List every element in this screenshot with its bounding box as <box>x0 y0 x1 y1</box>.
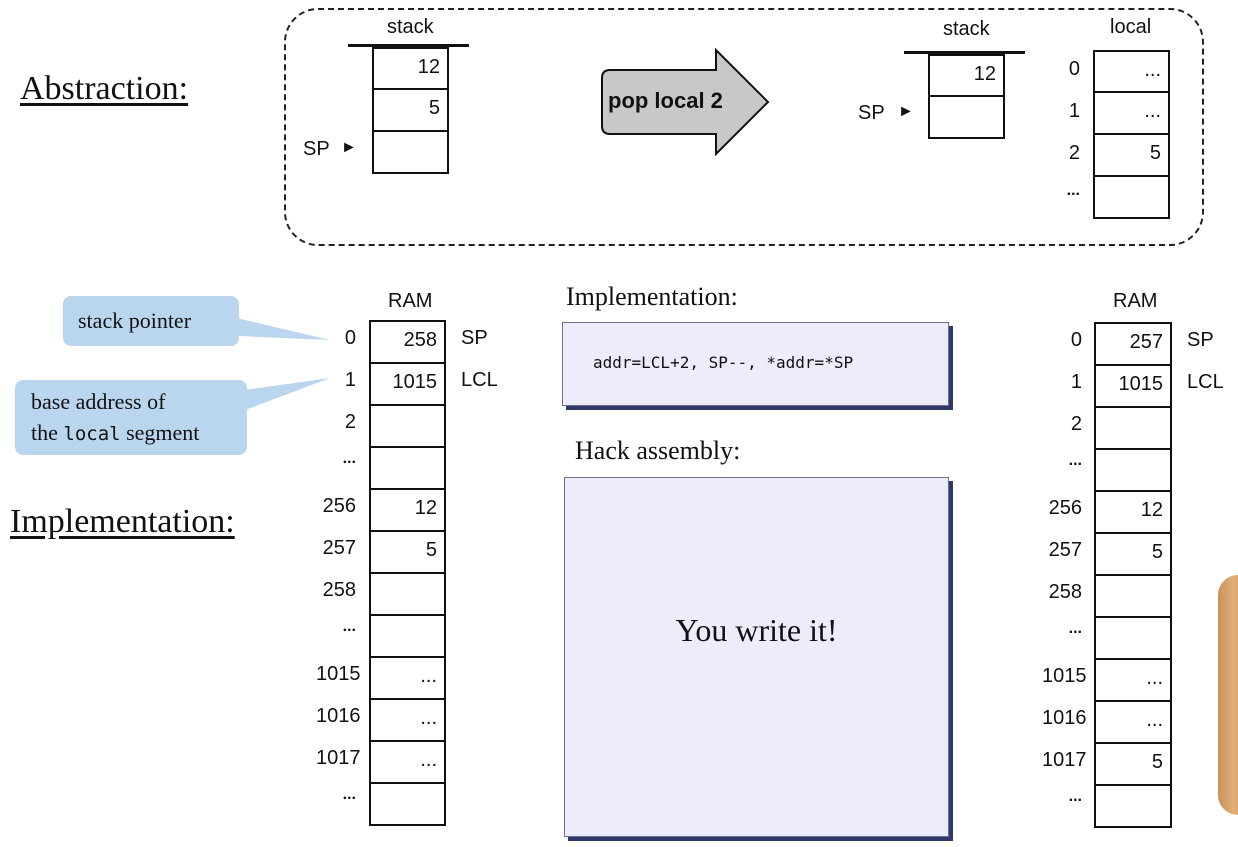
stack-after-cell-1 <box>928 95 1005 139</box>
sp-before-arrow-icon: ► <box>341 139 357 156</box>
ram_left-cell-8: ... <box>369 656 446 700</box>
hack-panel-body: You write it! <box>675 612 838 648</box>
base-address-callout: base address of the local segment <box>15 380 247 455</box>
ram_left-cell-2 <box>369 404 446 448</box>
ram_left-cell-6 <box>369 572 446 616</box>
stack-pointer-callout-text: stack pointer <box>78 308 192 333</box>
ram_left-index-0: 0 <box>344 327 356 349</box>
ram_left-index-8: 1015 <box>316 663 361 685</box>
local-cell-3 <box>1093 175 1170 219</box>
stack-after-cell-0: 12 <box>928 54 1005 97</box>
local-cell-2: 5 <box>1093 133 1170 177</box>
ram_right-cell-2 <box>1094 406 1172 450</box>
ram_left-cell-1: 1015 <box>369 362 446 406</box>
ram_right-index-10: 1017 <box>1042 749 1087 771</box>
ram_left-index-9: 1016 <box>316 705 361 727</box>
stack-before-cell-2 <box>372 130 449 174</box>
stack-before-label: stack <box>387 16 434 38</box>
base-address-line2: the local segment <box>31 417 247 450</box>
ram_right-cell-7 <box>1094 616 1172 660</box>
ram_right-index-7: ... <box>1068 620 1082 637</box>
hack-panel-heading: Hack assembly: <box>575 436 741 465</box>
base-address-line1: base address of <box>31 389 166 414</box>
ram_left-index-11: ... <box>342 786 356 803</box>
base-address-line2-post: segment <box>120 420 200 445</box>
ram_right-index-4: 256 <box>1048 497 1082 519</box>
ram_right-cell-0: 257 <box>1094 322 1172 366</box>
ram_right-cell-4: 12 <box>1094 490 1172 534</box>
ram_right-cell-3 <box>1094 448 1172 492</box>
ram_left-tag-sp: SP <box>461 327 488 349</box>
ram_left-index-7: ... <box>342 618 356 635</box>
abstraction-box <box>284 8 1204 246</box>
ram_left-cell-7 <box>369 614 446 658</box>
local-index-ellipsis: ... <box>1066 182 1080 199</box>
ram_left-cell-0: 258 <box>369 320 446 364</box>
stack-before-cell-0: 12 <box>372 47 449 90</box>
presenter-hand <box>1218 575 1238 815</box>
ram_right-index-6: 258 <box>1048 581 1082 603</box>
ram_left-index-4: 256 <box>322 495 356 517</box>
local-index-1: 1 <box>1068 100 1080 122</box>
pop-command-label: pop local 2 <box>608 88 723 113</box>
local-cell-0: ... <box>1093 50 1170 93</box>
ram_right-cell-6 <box>1094 574 1172 618</box>
local-cell-1: ... <box>1093 91 1170 135</box>
stack-before-cell-1: 5 <box>372 88 449 132</box>
ram_left-cell-9: ... <box>369 698 446 742</box>
ram_right-cell-10: 5 <box>1094 742 1172 786</box>
impl-code: addr=LCL+2, SP--, *addr=*SP <box>593 353 854 372</box>
ram_right-cell-5: 5 <box>1094 532 1172 576</box>
stack-after-label: stack <box>943 18 990 40</box>
ram_right-index-9: 1016 <box>1042 707 1087 729</box>
local-label: local <box>1110 16 1152 38</box>
local-index-0: 0 <box>1068 58 1080 80</box>
ram_right-cell-11 <box>1094 784 1172 828</box>
sp-after-label: SP <box>858 102 885 124</box>
ram_right-cell-8: ... <box>1094 658 1172 702</box>
ram_right-tag-lcl: LCL <box>1187 371 1224 393</box>
callout-pointers <box>228 316 330 412</box>
ram-left-title: RAM <box>388 290 433 312</box>
ram_left-cell-3 <box>369 446 446 490</box>
ram_right-index-8: 1015 <box>1042 665 1087 687</box>
ram_left-cell-10: ... <box>369 740 446 784</box>
ram_left-cell-11 <box>369 782 446 826</box>
impl-panel-heading: Implementation: <box>566 282 738 311</box>
local-index-2: 2 <box>1068 142 1080 164</box>
ram_left-cell-4: 12 <box>369 488 446 532</box>
ram_right-index-2: 2 <box>1070 413 1082 435</box>
impl-panel: addr=LCL+2, SP--, *addr=*SP <box>562 322 949 406</box>
ram-right-title: RAM <box>1113 290 1158 312</box>
ram_right-index-0: 0 <box>1070 329 1082 351</box>
ram_left-index-6: 258 <box>322 579 356 601</box>
implementation-heading: Implementation: <box>10 503 235 540</box>
sp-before-label: SP <box>303 138 330 160</box>
stack-after-top-bar <box>904 51 1025 54</box>
ram_left-tag-lcl: LCL <box>461 369 498 391</box>
ram_right-index-11: ... <box>1068 788 1082 805</box>
base-address-code: local <box>63 423 121 445</box>
hack-panel: You write it! <box>564 477 949 837</box>
stack-before-top-bar <box>348 44 469 47</box>
ram_left-index-5: 257 <box>322 537 356 559</box>
ram_left-cell-5: 5 <box>369 530 446 574</box>
pop-arrow-icon <box>601 48 770 157</box>
ram_right-cell-1: 1015 <box>1094 364 1172 408</box>
ram_right-index-5: 257 <box>1048 539 1082 561</box>
ram_right-index-1: 1 <box>1070 371 1082 393</box>
sp-after-arrow-icon: ► <box>898 103 914 120</box>
ram_left-index-1: 1 <box>344 369 356 391</box>
ram_left-index-2: 2 <box>344 411 356 433</box>
abstraction-heading: Abstraction: <box>20 70 189 107</box>
ram_right-tag-sp: SP <box>1187 329 1214 351</box>
ram_right-index-3: ... <box>1068 452 1082 469</box>
ram_left-index-3: ... <box>342 450 356 467</box>
ram_left-index-10: 1017 <box>316 747 361 769</box>
base-address-line2-pre: the <box>31 420 64 445</box>
ram_right-cell-9: ... <box>1094 700 1172 744</box>
stack-pointer-callout: stack pointer <box>63 296 239 346</box>
